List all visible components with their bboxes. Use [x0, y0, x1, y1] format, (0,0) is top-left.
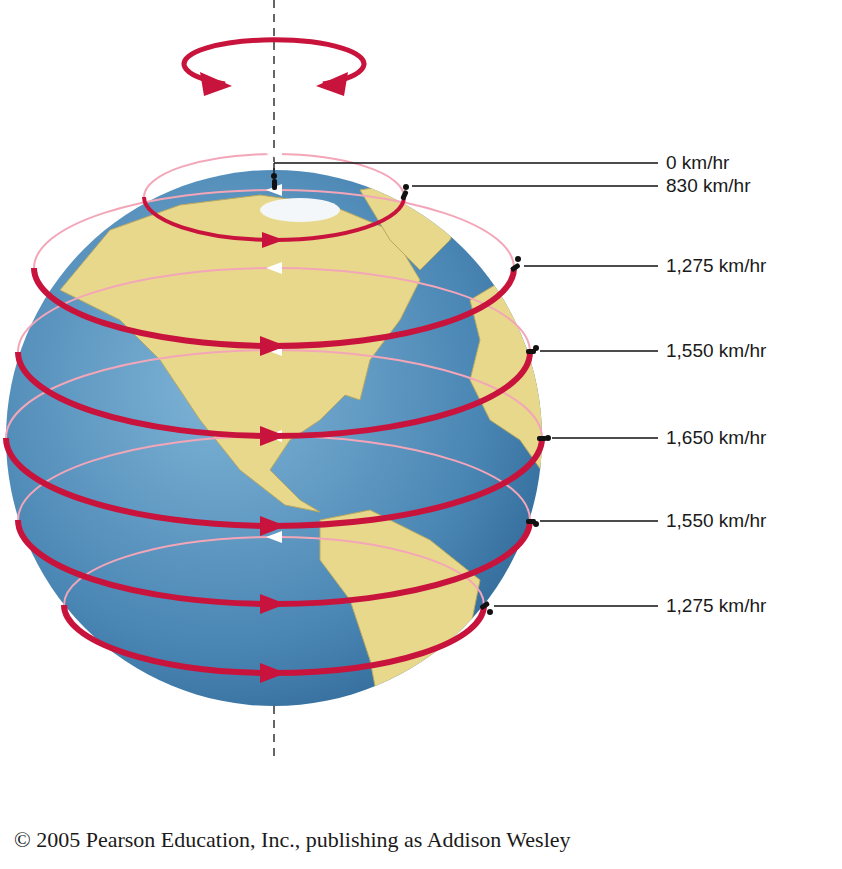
rotation-axis: [273, 706, 275, 760]
speed-label: 830 km/hr: [666, 175, 750, 197]
rotation-arrow: [184, 40, 364, 96]
speed-label: 1,275 km/hr: [666, 255, 766, 277]
speed-label: 1,550 km/hr: [666, 340, 766, 362]
rotation-axis: [273, 0, 275, 170]
speed-label: 1,650 km/hr: [666, 427, 766, 449]
continents: [60, 178, 548, 712]
latitude-ring-back: [6, 154, 542, 605]
front-arrowheads: [260, 232, 286, 683]
speed-label: 1,275 km/hr: [666, 595, 766, 617]
copyright-notice: © 2005 Pearson Education, Inc., publishi…: [14, 827, 571, 853]
speed-label: 0 km/hr: [666, 152, 729, 174]
leader-lines: [274, 163, 658, 606]
person-figures: [271, 173, 551, 615]
speed-label: 1,550 km/hr: [666, 510, 766, 532]
latitude-ring-front: [6, 197, 542, 673]
